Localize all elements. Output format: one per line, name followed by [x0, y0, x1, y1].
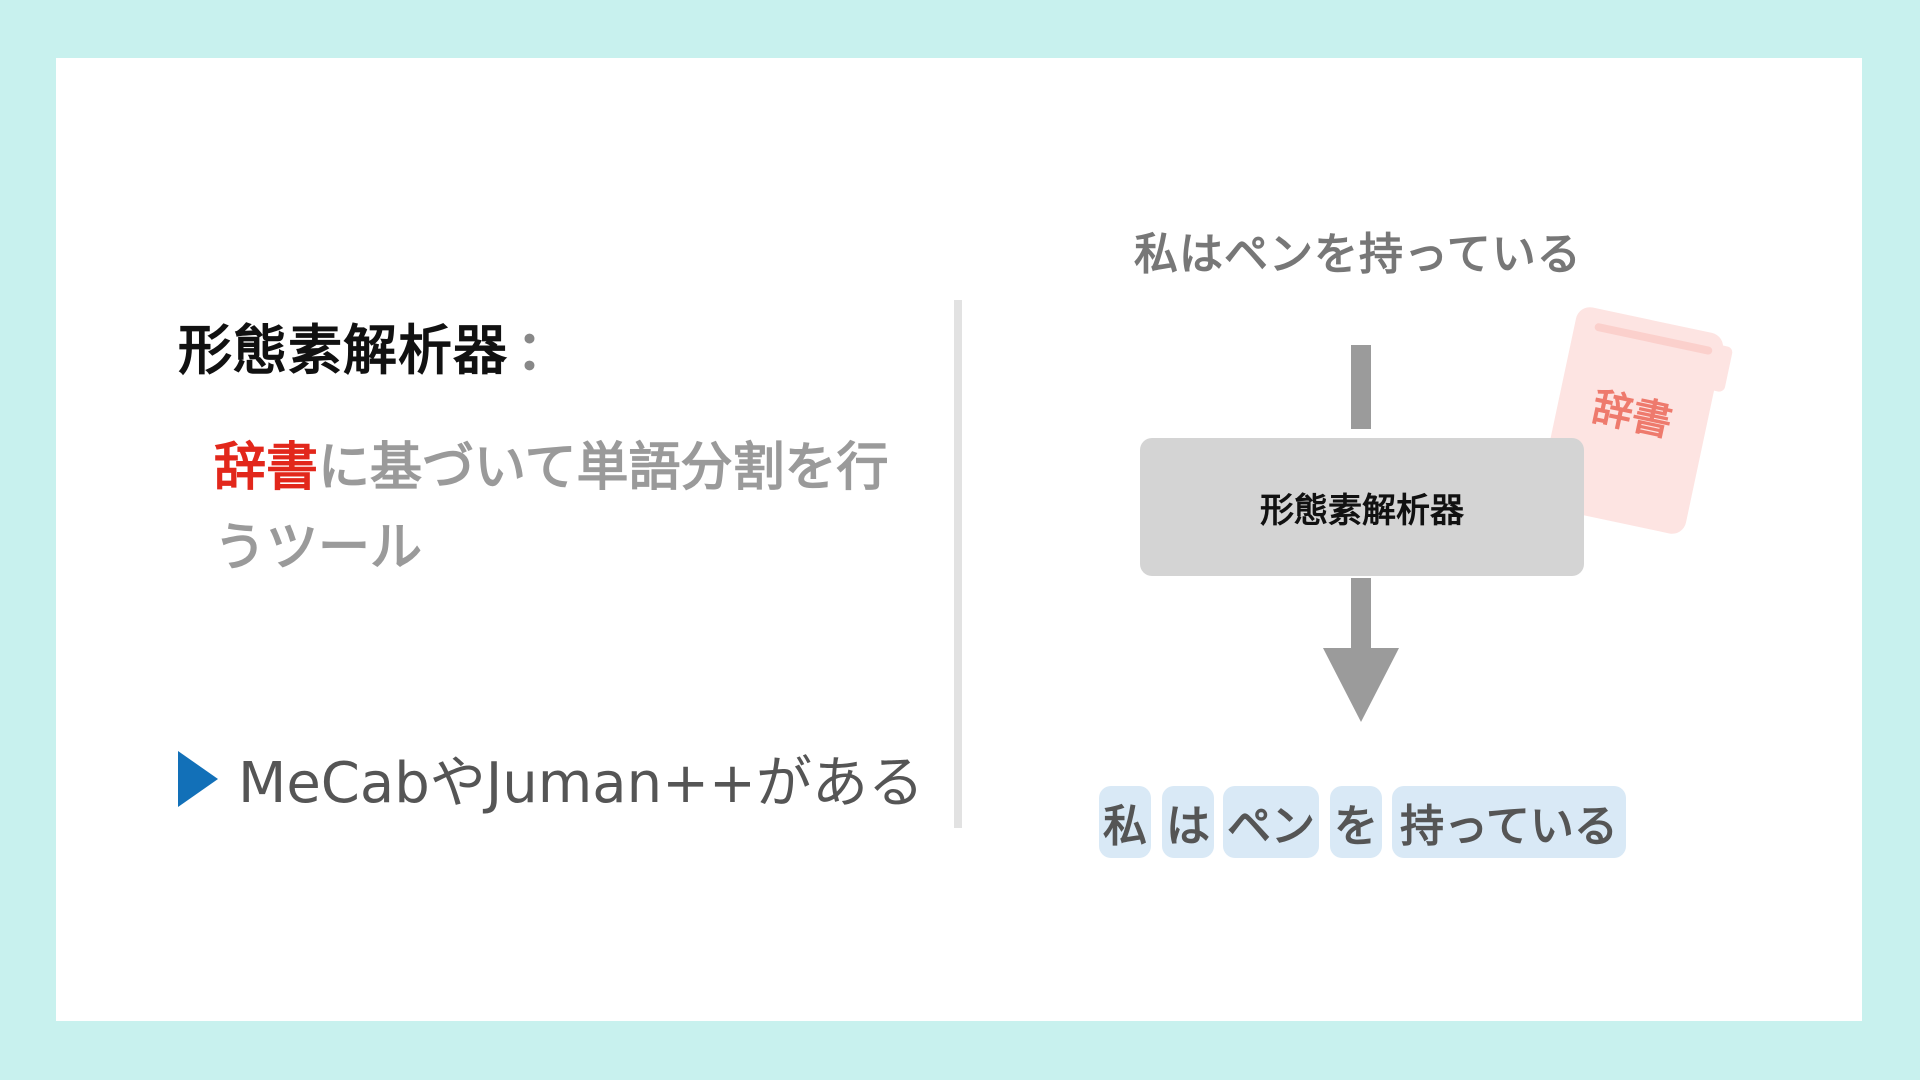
definition: 辞書に基づいて単語分割を行うツール [214, 428, 914, 588]
token: は [1162, 786, 1214, 858]
input-sentence: 私はペンを持っている [1134, 229, 1582, 280]
arrow-shaft-top [1351, 345, 1371, 429]
token: ペン [1223, 786, 1319, 858]
heading: 形態素解析器： [178, 306, 571, 385]
analyzer-label: 形態素解析器 [1260, 490, 1464, 531]
divider [954, 300, 962, 828]
definition-rest: に基づいて単語分割を行うツール [214, 438, 889, 578]
analyzer-box: 形態素解析器 [1140, 438, 1584, 576]
token: を [1330, 786, 1382, 858]
definition-highlight: 辞書 [214, 438, 319, 498]
heading-text: 形態素解析器 [178, 319, 508, 382]
bullet-text: MeCabやJuman++がある [238, 751, 924, 816]
heading-colon: ： [516, 319, 571, 382]
slide: 形態素解析器： 辞書に基づいて単語分割を行うツール MeCabやJuman++が… [56, 58, 1862, 1021]
bullet-item: MeCabやJuman++がある [178, 738, 924, 819]
arrow-down-icon [1323, 648, 1399, 722]
token: 持っている [1392, 786, 1626, 858]
triangle-bullet-icon [178, 750, 218, 807]
token: 私 [1099, 786, 1151, 858]
